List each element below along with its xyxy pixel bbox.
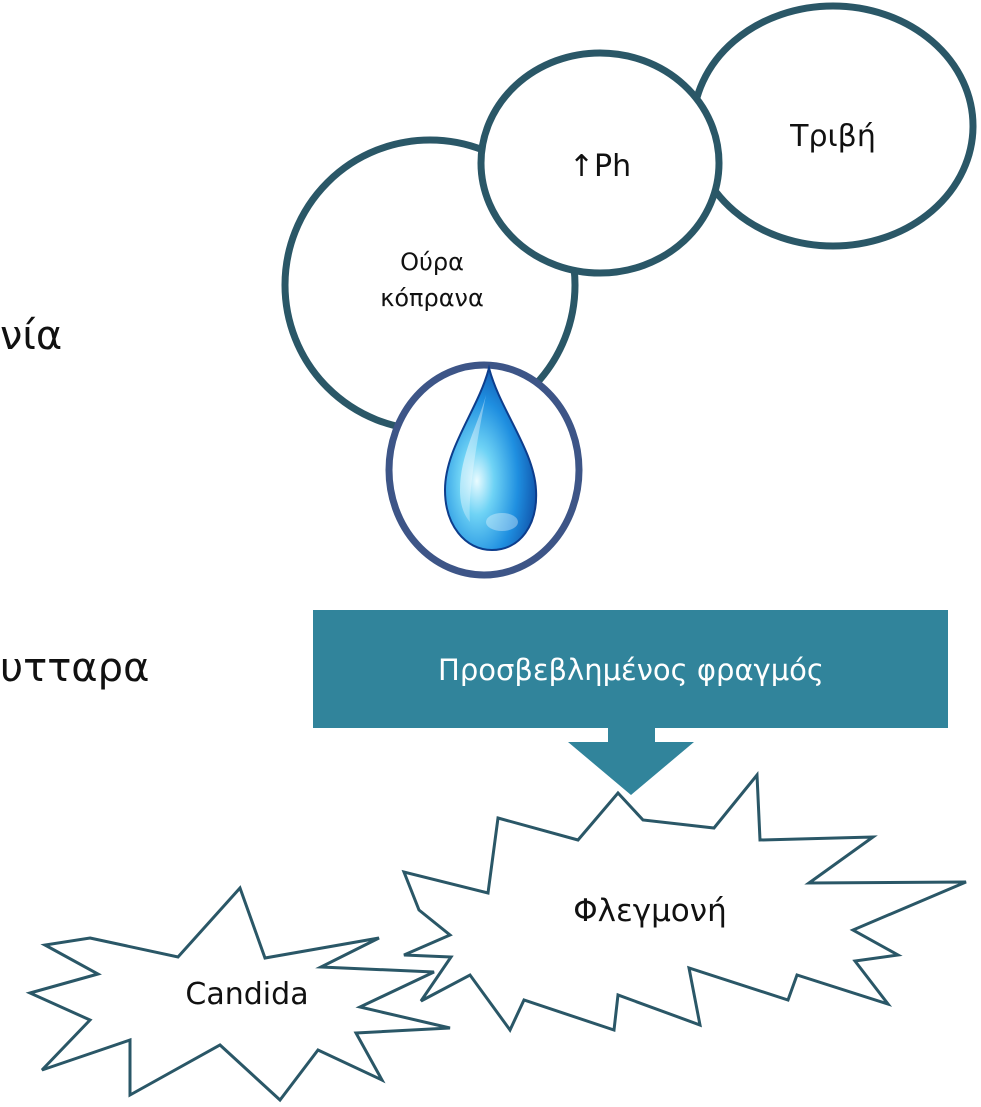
circle-friction-label: Τριβή (789, 119, 876, 154)
circle-friction: Τριβή (689, 2, 977, 250)
circle-urine-label-line1: Ούρα (400, 248, 464, 276)
left-text-fragment-1: νία (0, 313, 63, 359)
burst-inflammation: Φλεγμονή (401, 770, 967, 1033)
water-drop-icon (443, 364, 538, 552)
left-text-fragment-2: υτταρα (0, 645, 150, 691)
circle-moisture (385, 361, 583, 579)
barrier-label: Προσβεβλημένος φραγμός (438, 653, 824, 687)
burst-candida-label: Candida (185, 977, 308, 1012)
circle-urine-label-line2: κόπρανα (380, 284, 484, 312)
circle-ph-label: ↑Ph (569, 149, 631, 184)
circle-ph: ↑Ph (477, 49, 723, 277)
barrier-callout: Προσβεβλημένος φραγμός (313, 610, 948, 795)
burst-candida: Candida (25, 885, 451, 1103)
burst-inflammation-label: Φλεγμονή (573, 893, 727, 929)
